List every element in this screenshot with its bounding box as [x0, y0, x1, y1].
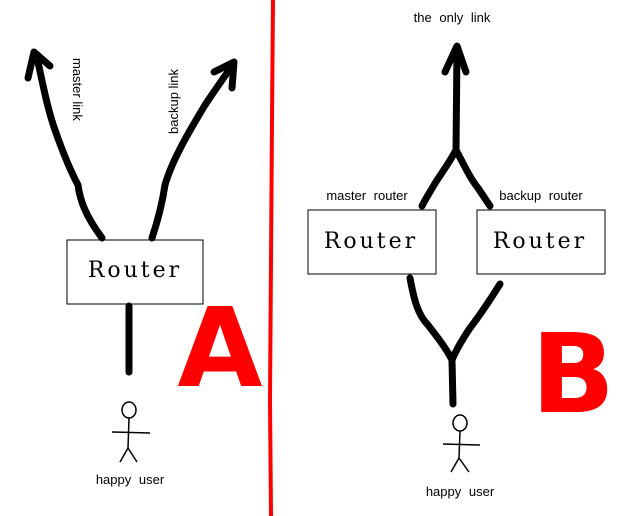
master-router-label: master router — [326, 188, 408, 203]
panel-b: the only link master router backup route… — [307, 10, 615, 499]
stick-figure-a — [111, 401, 151, 463]
router-label-a: Router — [88, 258, 182, 283]
backup-router-text: Router — [493, 229, 587, 254]
master-link-arrow — [34, 58, 106, 242]
router-box-a — [66, 239, 204, 305]
upper-fork-right — [452, 146, 494, 210]
panel-a: Router master link backup link happy use… — [24, 48, 263, 487]
happy-user-label-b: happy user — [426, 484, 495, 499]
master-link-arrowhead — [24, 48, 54, 82]
master-router-box — [307, 209, 437, 275]
stick-figure-b — [442, 414, 481, 473]
backup-router-box — [476, 209, 606, 275]
only-link-arrowhead — [441, 42, 470, 76]
happy-user-label-a: happy user — [96, 472, 165, 487]
backup-link-label: backup link — [166, 68, 181, 134]
master-router-text: Router — [324, 229, 418, 254]
upper-fork-left — [418, 146, 460, 210]
backup-link-arrowhead — [210, 58, 238, 92]
lower-fork-left — [406, 274, 456, 364]
panel-divider — [267, 0, 275, 516]
master-link-label: master link — [70, 58, 85, 121]
only-link-arrow — [452, 44, 461, 156]
lower-fork-right — [448, 280, 504, 364]
panel-letter-a: A — [177, 284, 262, 412]
panel-letter-b: B — [531, 310, 615, 438]
only-link-label: the only link — [414, 10, 491, 25]
backup-link-arrow — [148, 62, 236, 242]
user-link-b — [448, 356, 457, 408]
backup-router-label: backup router — [499, 188, 583, 203]
